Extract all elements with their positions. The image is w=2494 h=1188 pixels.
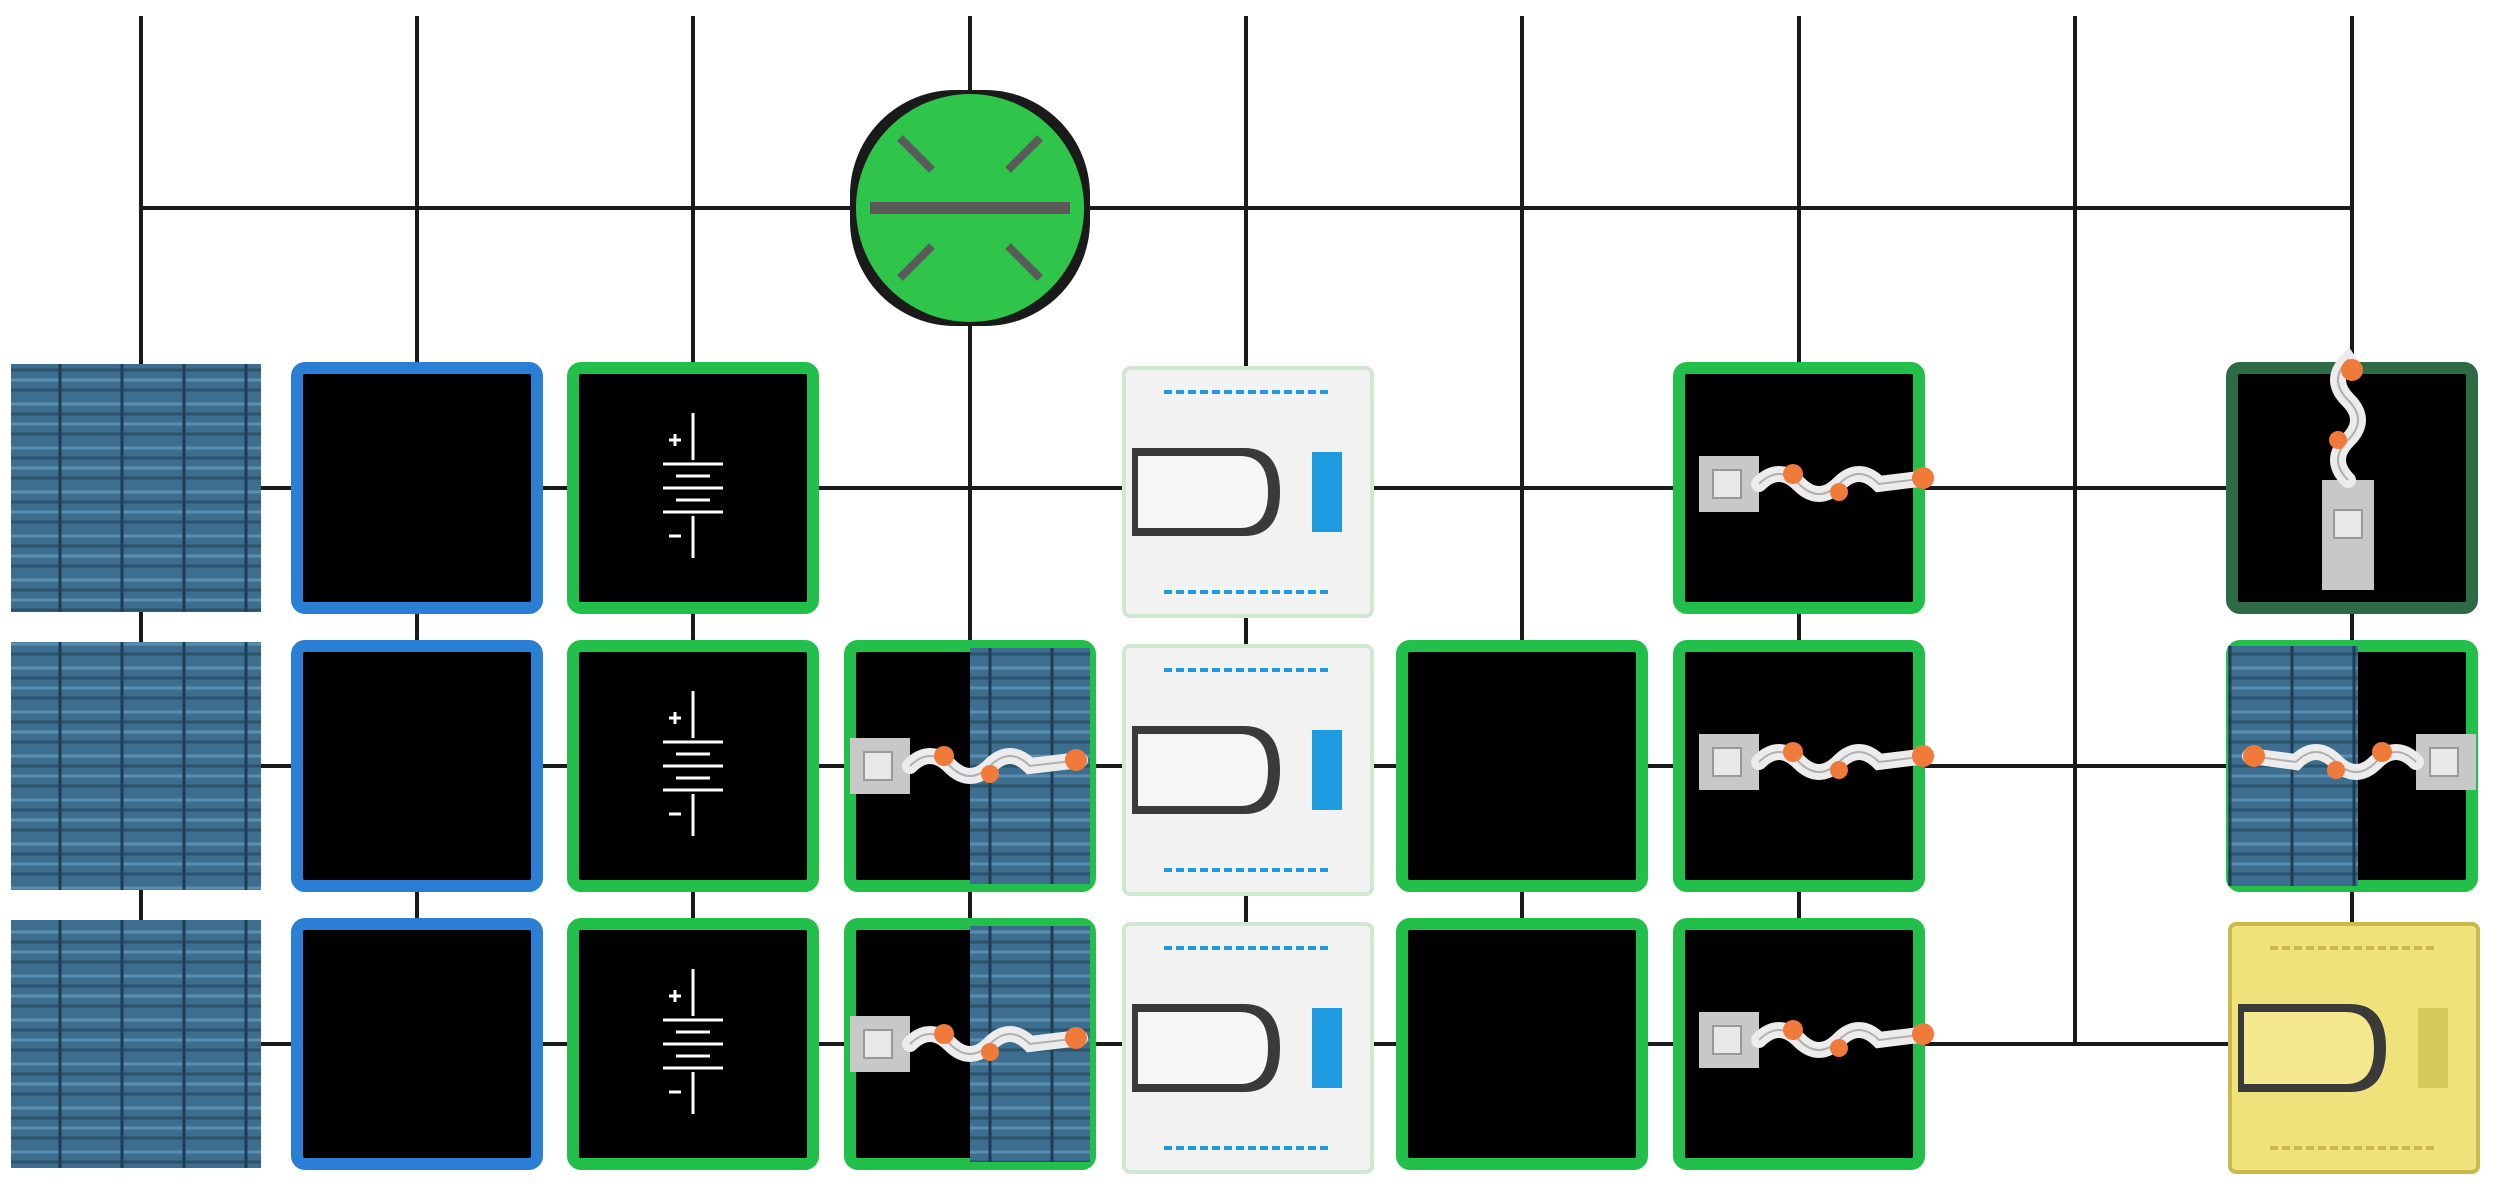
tile-arm — [1673, 918, 1935, 1170]
tile-frame — [1396, 918, 1648, 1170]
tile-solar — [11, 364, 261, 612]
tile-arm — [1673, 640, 1935, 892]
robot-arm-icon — [1699, 456, 1935, 512]
tile-solar — [11, 642, 261, 890]
tile-robot — [1122, 366, 1374, 618]
tile-frame — [291, 640, 543, 892]
robot-arm-icon — [2322, 347, 2374, 590]
tile-empty — [291, 918, 543, 1170]
tile-battery — [567, 362, 819, 614]
tile-frame — [291, 362, 543, 614]
tile-frame — [291, 918, 543, 1170]
tile-arm-solar — [844, 640, 1096, 892]
battery-icon — [663, 969, 723, 1114]
yellow-robot-icon — [2228, 922, 2480, 1174]
tile-empty — [1396, 918, 1648, 1170]
tiles-layer — [11, 347, 2480, 1174]
solar-panel-icon — [11, 364, 261, 612]
tile-robot — [1122, 644, 1374, 896]
white-robot-icon — [1122, 922, 1374, 1174]
tile-empty — [1396, 640, 1648, 892]
hub-layer — [850, 90, 1090, 326]
tile-arm — [1673, 362, 1935, 614]
tile-solar — [11, 920, 261, 1168]
robot-arm-icon — [850, 1016, 1088, 1072]
tile-battery — [567, 918, 819, 1170]
white-robot-icon — [1122, 644, 1374, 896]
solar-panel-icon — [11, 920, 261, 1168]
battery-icon — [663, 413, 723, 558]
tile-battery — [567, 640, 819, 892]
tile-arm-solar — [844, 918, 1096, 1170]
robot-arm-icon — [2242, 734, 2476, 790]
tile-robot — [1122, 922, 1374, 1174]
tile-solar-arm — [2226, 640, 2478, 892]
solar-panel-icon — [11, 642, 261, 890]
robot-arm-icon — [1699, 734, 1935, 790]
tile-frame — [1396, 640, 1648, 892]
tile-robot — [2228, 922, 2480, 1174]
tile-empty — [291, 362, 543, 614]
hub-dome-icon — [850, 90, 1090, 326]
tile-arm-vertical — [2226, 347, 2478, 614]
white-robot-icon — [1122, 366, 1374, 618]
robot-arm-icon — [850, 738, 1088, 794]
battery-icon — [663, 691, 723, 836]
tile-empty — [291, 640, 543, 892]
robot-arm-icon — [1699, 1012, 1935, 1068]
